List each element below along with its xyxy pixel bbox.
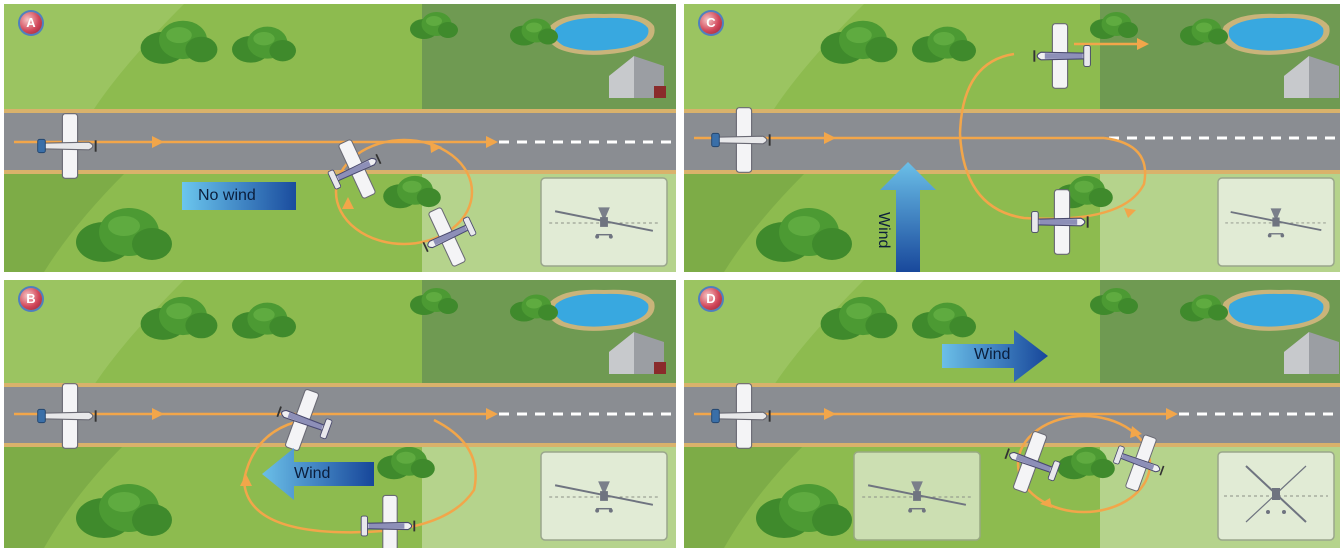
panel-letter-d: D — [700, 288, 722, 310]
runway-edge — [684, 109, 1340, 113]
runway-edge — [4, 443, 676, 447]
panel-b: B Wind — [4, 280, 676, 548]
panel-a: A No wind — [4, 4, 676, 272]
no-wind-label: No wind — [198, 187, 256, 205]
scene-a — [4, 4, 676, 272]
runway-edge — [4, 383, 676, 387]
panel-letter-a: A — [20, 12, 42, 34]
wind-label: Wind — [874, 212, 892, 248]
wind-label: Wind — [294, 465, 330, 483]
panel-letter-b: B — [20, 288, 42, 310]
panel-letter-c: C — [700, 12, 722, 34]
scene-d — [684, 280, 1340, 548]
runway-edge — [684, 170, 1340, 174]
runway-edge — [684, 383, 1340, 387]
wind-label: Wind — [974, 346, 1010, 364]
runway-edge — [4, 109, 676, 113]
runway-edge — [684, 443, 1340, 447]
panel-c: C Wind — [684, 4, 1340, 272]
panel-d: D Wind — [684, 280, 1340, 548]
runway — [684, 113, 1340, 170]
scene-c — [684, 4, 1340, 272]
scene-b — [4, 280, 676, 548]
